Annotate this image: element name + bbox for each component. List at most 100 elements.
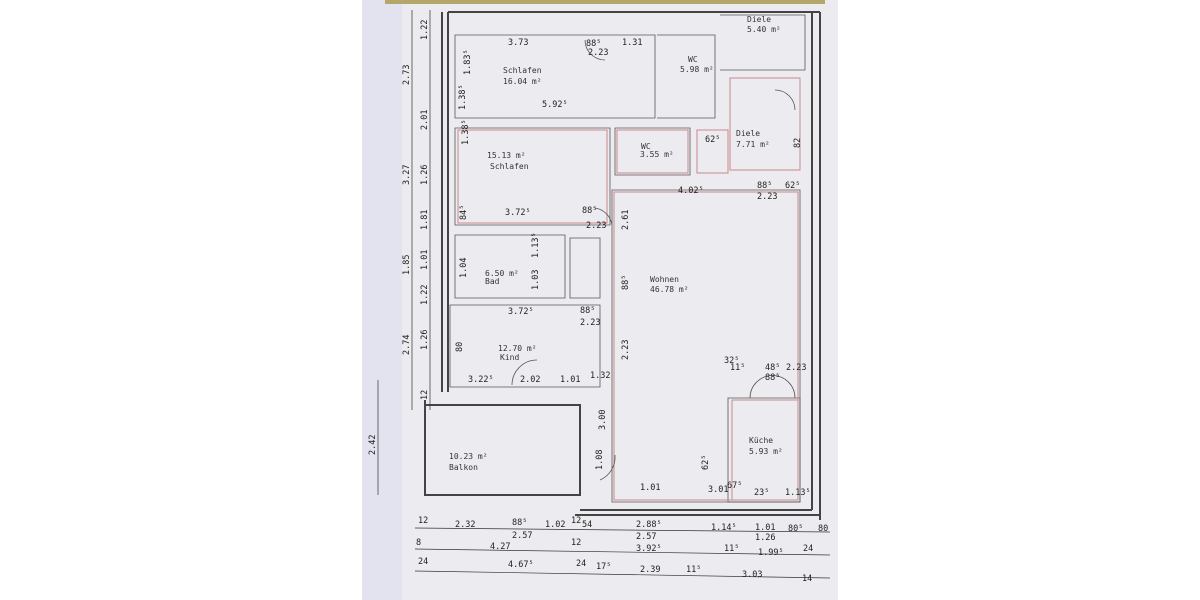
- dimension-label: 2.23: [757, 192, 777, 202]
- room-name: Wohnen: [650, 275, 679, 284]
- room-area: 15.13 m²: [487, 151, 526, 160]
- dimension-label: 12: [420, 390, 430, 400]
- dimension-label: 3.22⁵: [468, 375, 494, 385]
- dimension-label: 62⁵: [701, 455, 711, 470]
- dimension-label: 24: [803, 544, 813, 554]
- dimension-label: 1.38⁵: [458, 84, 468, 110]
- dimension-label: 3.73: [508, 38, 528, 48]
- dimension-label: 2.57: [512, 531, 532, 541]
- room-name: Bad: [485, 277, 500, 286]
- dimension-label: 1.32: [590, 371, 610, 381]
- dimension-label: 1.81: [420, 210, 430, 230]
- dimension-label: 1.01: [420, 250, 430, 270]
- room-name: Balkon: [449, 463, 478, 472]
- dimension-label: 12: [418, 516, 428, 526]
- dimension-label: 11⁵: [686, 565, 701, 575]
- room-name: Kind: [500, 353, 519, 362]
- room-name: WC: [641, 142, 651, 151]
- room-name: Schlafen: [503, 66, 542, 75]
- dimension-label: 88⁵: [580, 306, 595, 316]
- paper-edge: [385, 0, 825, 4]
- dimension-label: 8: [416, 538, 421, 548]
- room-area: 12.70 m²: [498, 344, 537, 353]
- walls: [424, 11, 821, 520]
- room-name: Küche: [749, 436, 773, 445]
- dimension-label: 1.13⁵: [531, 232, 541, 258]
- dimension-label: 4.67⁵: [508, 560, 534, 570]
- dimension-label: 62⁵: [705, 135, 720, 145]
- room-labels: Schlafen 16.04 m² WC 5.98 m² Diele 5.40 …: [449, 15, 783, 472]
- dimension-label: 11⁵: [724, 544, 739, 554]
- left-dimensions: 1.22 2.01 1.26 1.81 1.01 1.22 1.26 12 2.73 3.27 1.…: [368, 10, 431, 495]
- dimension-label: 2.32: [455, 520, 475, 530]
- dimension-label: 2.23: [588, 48, 608, 58]
- dimension-label: 1.22: [420, 20, 430, 40]
- dimension-label: 2.73: [402, 65, 412, 85]
- dimension-label: 88⁵: [621, 275, 631, 290]
- dimension-label: 3.72⁵: [508, 307, 534, 317]
- dimension-label: 1.04: [459, 258, 469, 278]
- paper-shadow: [362, 0, 402, 600]
- dimension-label: 1.22: [420, 285, 430, 305]
- dimension-label: 2.61: [621, 210, 631, 230]
- dimension-label: 48⁵: [765, 363, 780, 373]
- room-area: 5.40 m²: [747, 25, 781, 34]
- dimension-label: 80: [818, 524, 828, 534]
- dimension-label: 1.26: [420, 330, 430, 350]
- dimension-label: 1.85: [402, 255, 412, 275]
- room-area: 3.55 m²: [640, 150, 674, 159]
- dimension-label: 24: [576, 559, 586, 569]
- dimension-label: 2.39: [640, 565, 660, 575]
- dimension-label: 84⁵: [459, 205, 469, 220]
- dimension-label: 1.08: [595, 450, 605, 470]
- dimension-label: 82: [793, 138, 803, 148]
- room-area: 10.23 m²: [449, 452, 488, 461]
- dimension-label: 3.01: [708, 485, 728, 495]
- dimension-label: 1.01: [755, 523, 775, 533]
- dimension-label: 1.01: [560, 375, 580, 385]
- dimension-label: 5.92⁵: [542, 100, 568, 110]
- dimension-label: 88⁵: [765, 373, 780, 383]
- dimension-label: 2.74: [402, 335, 412, 355]
- room-area: 46.78 m²: [650, 285, 689, 294]
- dimension-label: 1.26: [755, 533, 775, 543]
- dimension-label: 1.83⁵: [463, 49, 473, 75]
- dimension-label: 67⁵: [727, 481, 742, 491]
- dimension-label: 11⁵: [730, 363, 745, 373]
- dimension-label: 1.03: [531, 270, 541, 290]
- dimension-label: 2.01: [420, 110, 430, 130]
- dimension-label: 2.23: [586, 221, 606, 231]
- dimension-label: 4.02⁵: [678, 186, 704, 196]
- dimension-label: 1.14⁵: [711, 523, 737, 533]
- dimension-label: 2.23: [580, 318, 600, 328]
- room-name: Schlafen: [490, 162, 529, 171]
- dimension-label: 3.03: [742, 570, 762, 580]
- dimension-label: 1.26: [420, 165, 430, 185]
- dimension-label: 1.02: [545, 520, 565, 530]
- bottom-dimension-lines: [414, 527, 831, 579]
- dimension-label: 12: [571, 538, 581, 548]
- dimension-label: 2.57: [636, 532, 656, 542]
- dimension-label: 14: [802, 574, 812, 584]
- room-name: WC: [688, 55, 698, 64]
- dimension-label: 1.13⁵: [785, 488, 811, 498]
- dimension-label: 17⁵: [596, 562, 611, 572]
- dimension-label: 88⁵: [512, 518, 527, 528]
- room-name: Diele: [747, 15, 771, 24]
- dimension-label: 2.42: [368, 435, 378, 455]
- dimension-label: 2.23: [786, 363, 806, 373]
- dimension-label: 3.92⁵: [636, 544, 662, 554]
- dimension-label: 2.88⁵: [636, 520, 662, 530]
- dimension-label: 80: [455, 342, 465, 352]
- dimension-label: 12: [571, 516, 581, 526]
- dimension-label: 80⁵: [788, 524, 803, 534]
- room-area: 7.71 m²: [736, 140, 770, 149]
- room-area: 5.93 m²: [749, 447, 783, 456]
- dimension-label: 1.38⁵: [461, 119, 471, 145]
- dimension-label: 88⁵: [757, 181, 772, 191]
- dimension-label: 3.27: [402, 165, 412, 185]
- dimension-label: 88⁵: [582, 206, 597, 216]
- room-area: 6.50 m²: [485, 269, 519, 278]
